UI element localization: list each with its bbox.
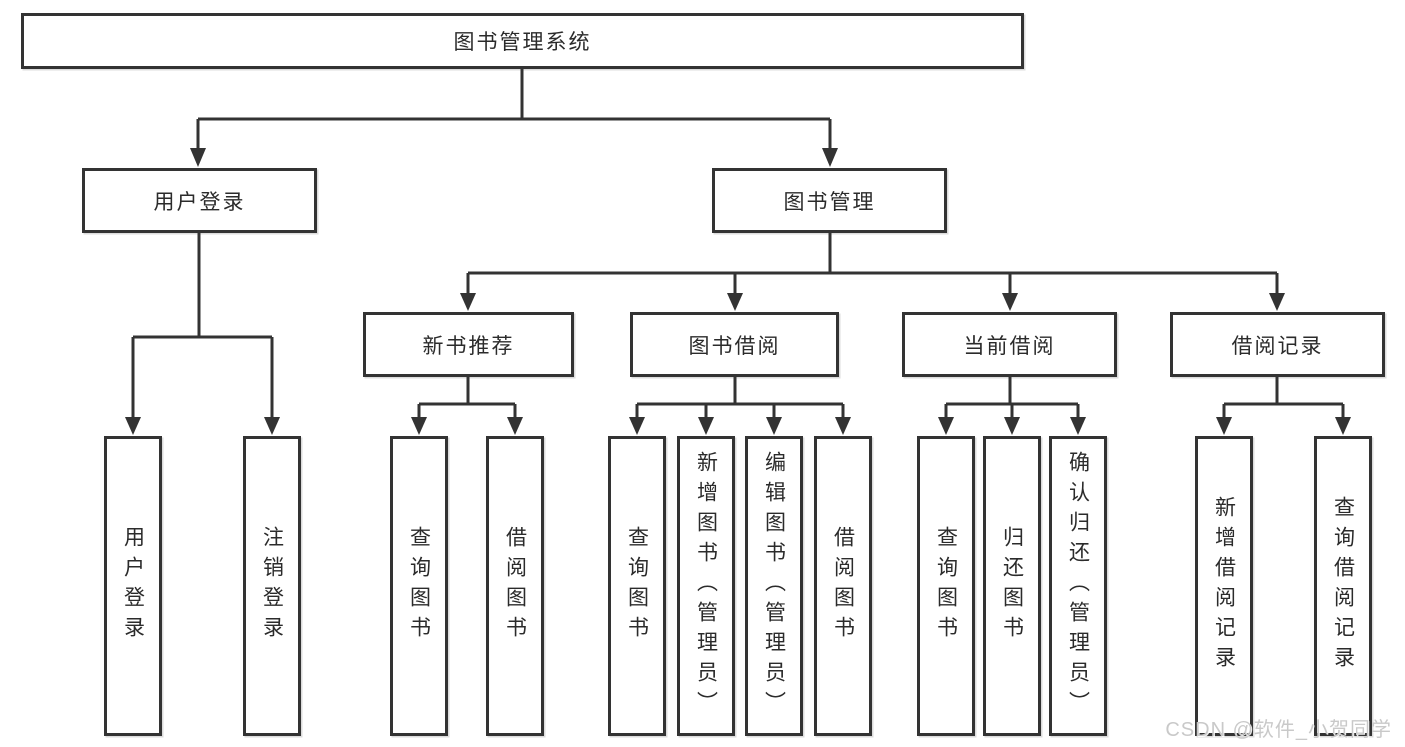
leaf-logout: 注销登录 [243,436,301,736]
connector-current-borrow-to-leaves [938,377,1086,435]
leaf-edit-book-admin: 编辑图书（管理员） [745,436,803,736]
node-label: 当前借阅 [963,334,1056,358]
node-label: 图书借阅 [688,334,781,358]
leaf-add-book-admin: 新增图书（管理员） [677,436,735,736]
node-label: 图书管理系统 [453,31,592,54]
leaf-confirm-return-admin: 确认归还（管理员） [1049,436,1107,736]
leaf-return-books: 归还图书 [983,436,1041,736]
node-label: 查询借阅记录 [1331,496,1355,676]
node-label: 借阅图书 [503,526,527,646]
node-borrow-records: 借阅记录 [1170,312,1385,377]
node-label: 注销登录 [260,526,284,646]
leaf-user-login: 用户登录 [104,436,162,736]
leaf-borrow-books: 借阅图书 [814,436,872,736]
leaf-borrow-books-recommend: 借阅图书 [486,436,544,736]
connector-book-management-to-level3 [460,233,1285,311]
node-label: 新增图书（管理员） [694,451,718,721]
node-label: 新增借阅记录 [1212,496,1236,676]
connector-borrow-records-to-leaves [1216,377,1351,435]
node-current-borrow: 当前借阅 [902,312,1117,377]
connector-book-borrow-to-leaves [629,377,851,435]
node-label: 用户登录 [121,526,145,646]
node-label: 新书推荐 [422,334,515,358]
node-book-borrow: 图书借阅 [630,312,839,377]
leaf-query-books-current: 查询图书 [917,436,975,736]
leaf-add-borrow-record: 新增借阅记录 [1195,436,1253,736]
watermark: CSDN @软件_小贺同学 [1165,719,1392,741]
leaf-query-borrow-record: 查询借阅记录 [1314,436,1372,736]
node-library-system: 图书管理系统 [21,13,1024,69]
node-label: 借阅记录 [1231,334,1324,358]
leaf-query-books-borrow: 查询图书 [608,436,666,736]
connector-new-book-recommend-to-leaves [411,377,523,435]
node-label: 查询图书 [407,526,431,646]
node-label: 编辑图书（管理员） [762,451,786,721]
node-new-book-recommend: 新书推荐 [363,312,574,377]
node-label: 查询图书 [934,526,958,646]
node-label: 确认归还（管理员） [1066,451,1090,721]
node-book-management: 图书管理 [712,168,947,233]
connector-root-to-level2 [190,69,838,167]
leaf-query-books-recommend: 查询图书 [390,436,448,736]
node-label: 图书管理 [783,190,876,214]
node-label: 借阅图书 [831,526,855,646]
node-user-login: 用户登录 [82,168,317,233]
node-label: 用户登录 [153,190,246,214]
node-label: 查询图书 [625,526,649,646]
connector-user-login-to-leaves [125,233,280,435]
node-label: 归还图书 [1000,526,1024,646]
